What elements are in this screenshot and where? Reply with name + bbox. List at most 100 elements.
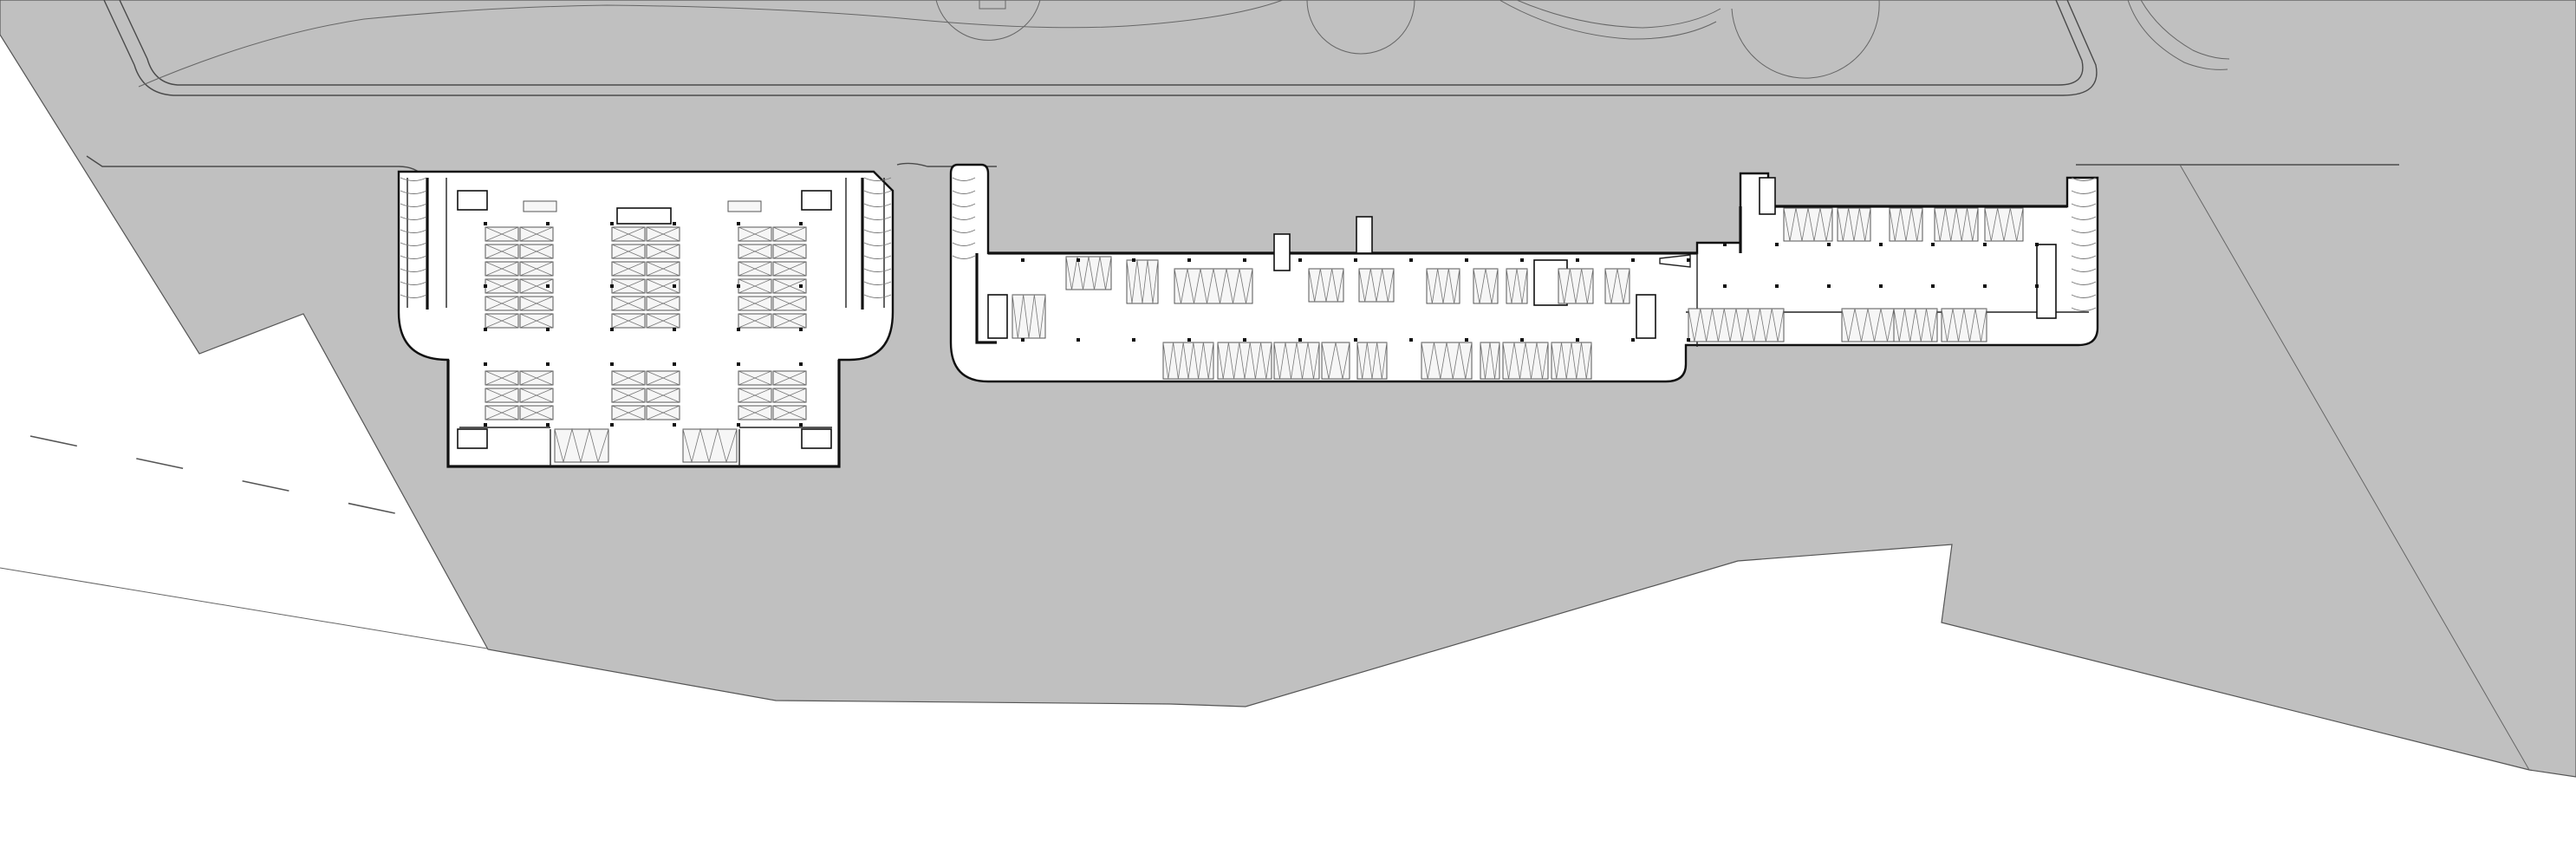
column xyxy=(1298,258,1302,262)
column xyxy=(1132,258,1135,262)
park-road-outlines xyxy=(86,0,2530,771)
parking-stall-mark xyxy=(772,296,807,311)
column xyxy=(1775,243,1779,246)
parking-stall-mark xyxy=(1473,268,1499,304)
stair-core xyxy=(457,190,488,211)
stair-core xyxy=(1273,233,1291,271)
parking-stall-mark xyxy=(611,261,646,277)
parking-stall-mark xyxy=(646,278,680,294)
parking-stall-mark xyxy=(485,370,519,386)
parking-stall-mark xyxy=(738,278,772,294)
column xyxy=(484,284,487,288)
parking-stall-mark xyxy=(1356,342,1388,380)
parking-stall-mark xyxy=(646,388,680,403)
parking-stall-group xyxy=(1321,342,1350,380)
parking-stall-mark xyxy=(738,296,772,311)
column xyxy=(1983,284,1987,288)
parking-stall-mark xyxy=(1358,268,1395,303)
parking-stall-mark xyxy=(611,244,646,259)
column xyxy=(1298,338,1302,342)
column xyxy=(484,362,487,366)
column xyxy=(1931,284,1935,288)
parking-stall-mark xyxy=(1217,342,1272,380)
site-ground xyxy=(0,0,2576,778)
column xyxy=(799,222,803,225)
parking-stall-mark xyxy=(1934,207,1979,242)
parking-stall-group xyxy=(1012,294,1046,339)
parking-stall-group xyxy=(1783,207,1833,242)
stair-core xyxy=(1356,216,1373,254)
parking-stall-group xyxy=(1893,308,1938,342)
column xyxy=(610,423,614,427)
column xyxy=(484,423,487,427)
approach-road xyxy=(0,435,488,649)
column xyxy=(673,328,676,331)
column xyxy=(1354,258,1357,262)
parking-stall-mark xyxy=(646,244,680,259)
ramp-strip xyxy=(523,200,557,212)
stair-core xyxy=(801,428,832,449)
column xyxy=(546,423,550,427)
column xyxy=(1520,338,1524,342)
column xyxy=(1243,338,1246,342)
column xyxy=(1021,258,1025,262)
parking-stall-group xyxy=(1934,207,1979,242)
column xyxy=(1077,258,1080,262)
column xyxy=(737,362,740,366)
parking-stall-mark xyxy=(1506,268,1528,304)
stair-core xyxy=(457,428,488,449)
column xyxy=(1465,338,1468,342)
parking-stall-mark xyxy=(1889,207,1923,242)
column xyxy=(737,222,740,225)
parking-stall-mark xyxy=(485,261,519,277)
parking-stall-mark xyxy=(772,226,807,242)
parking-stall-group xyxy=(1356,342,1388,380)
parking-stall-group xyxy=(1688,308,1785,342)
parking-stall-group xyxy=(1604,268,1630,304)
parking-stall-mark xyxy=(611,405,646,420)
parking-stall-mark xyxy=(1421,342,1473,380)
parking-stall-mark xyxy=(519,244,554,259)
parking-stall-mark xyxy=(519,226,554,242)
parking-stall-mark xyxy=(772,370,807,386)
column xyxy=(1631,338,1635,342)
left-stall-grid xyxy=(485,226,807,420)
exit-ramp xyxy=(554,428,609,463)
parking-stall-mark xyxy=(738,313,772,329)
parking-stall-group xyxy=(1551,342,1592,380)
column xyxy=(1879,243,1883,246)
parking-stall-mark xyxy=(519,296,554,311)
entry-ramp xyxy=(682,428,738,463)
column xyxy=(610,222,614,225)
parking-stall-mark xyxy=(646,313,680,329)
parking-stall-mark xyxy=(738,370,772,386)
parking-stall-mark xyxy=(485,296,519,311)
column xyxy=(799,362,803,366)
parking-stall-mark xyxy=(772,313,807,329)
stair-core xyxy=(1759,177,1776,215)
parking-stall-group xyxy=(1358,268,1395,303)
parking-stall-group xyxy=(1984,207,2024,242)
parking-stall-mark xyxy=(519,405,554,420)
column xyxy=(799,423,803,427)
column xyxy=(737,284,740,288)
column xyxy=(1354,338,1357,342)
column xyxy=(1243,258,1246,262)
stair-core xyxy=(987,294,1008,339)
column xyxy=(1631,258,1635,262)
right-ramp-marks xyxy=(952,177,2097,311)
ramp-strip xyxy=(727,200,762,212)
parking-stall-mark xyxy=(1984,207,2024,242)
parking-stall-mark xyxy=(485,388,519,403)
parking-stall-mark xyxy=(738,388,772,403)
parking-stall-mark xyxy=(519,370,554,386)
parking-stall-group xyxy=(1841,308,1895,342)
parking-stall-mark xyxy=(1502,342,1549,380)
parking-stall-mark xyxy=(1174,268,1253,304)
parking-stall-mark xyxy=(1308,268,1344,303)
column xyxy=(1827,243,1831,246)
parking-stall-group xyxy=(1502,342,1549,380)
column xyxy=(1409,258,1413,262)
column xyxy=(1187,258,1191,262)
parking-stall-mark xyxy=(1321,342,1350,380)
